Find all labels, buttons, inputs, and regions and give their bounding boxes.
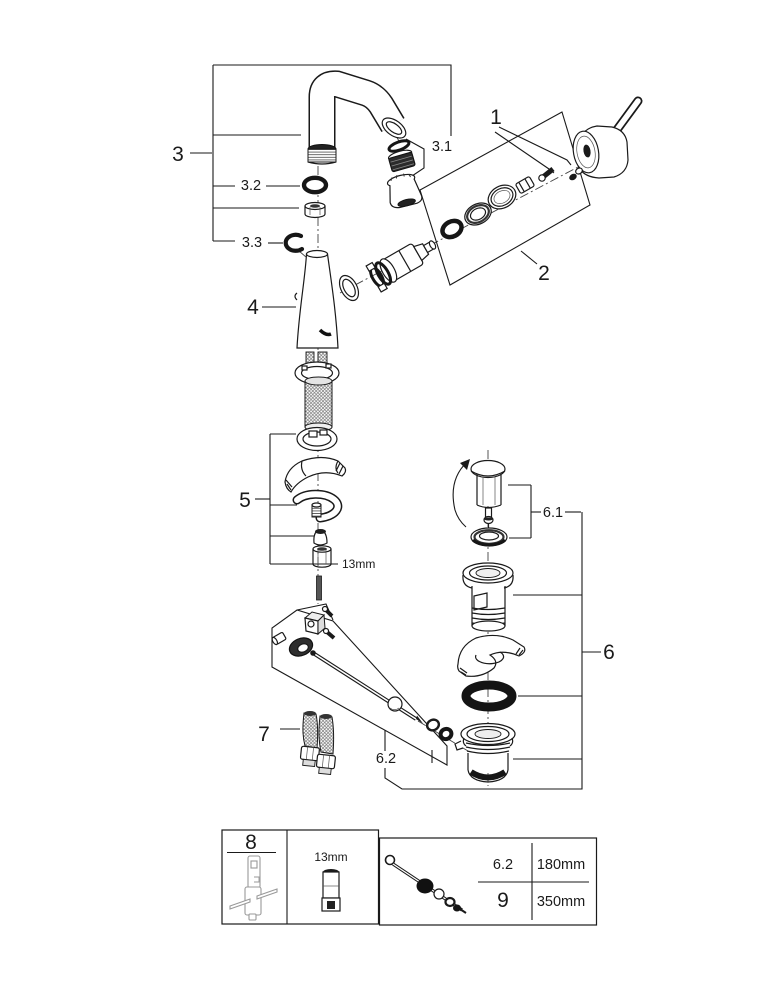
- callout-6: 6: [603, 641, 615, 664]
- drain-body-drawing: [462, 562, 514, 632]
- callout-lines-part3: [190, 64, 452, 244]
- callout-lines-part6: [271, 484, 601, 790]
- spout-drawing: [307, 70, 407, 165]
- callout-13mm: 13mm: [342, 557, 375, 571]
- legend-row1-ref: 6.2: [493, 857, 513, 873]
- callout-3-2: 3.2: [241, 178, 261, 194]
- legend-tool-box: [221, 829, 380, 925]
- callout-3: 3: [172, 143, 184, 166]
- retaining-clip-drawing: [283, 232, 305, 253]
- drain-wedge-gasket-drawing: [457, 634, 526, 677]
- handle-drawing: [572, 96, 643, 179]
- callout-6-2: 6.2: [376, 751, 396, 767]
- callout-7: 7: [258, 723, 270, 746]
- cartridge-seals-drawing: [440, 176, 535, 240]
- callout-1: 1: [490, 106, 502, 129]
- supply-hoses-drawing: [299, 711, 336, 776]
- aerator-drawing: [386, 139, 423, 209]
- callout-4: 4: [247, 296, 259, 319]
- legend-rod-box: [378, 837, 598, 926]
- callout-2: 2: [538, 262, 550, 285]
- socket-13mm-drawing: [321, 869, 341, 912]
- drain-o-ring-drawing: [461, 680, 517, 712]
- legend-tool-ref: 8: [245, 831, 257, 854]
- spout-nut-drawing: [304, 201, 326, 219]
- callout-6-1: 6.1: [543, 505, 563, 521]
- mounting-kit-drawing: [284, 426, 347, 601]
- legend-row2-ref: 9: [497, 889, 509, 912]
- handle-screw-drawing: [538, 167, 583, 182]
- callout-3-3: 3.3: [242, 235, 262, 251]
- mounting-hardware-drawing: [271, 605, 336, 657]
- plug-drawing: [452, 459, 506, 530]
- legend-row2-length: 350mm: [537, 894, 585, 910]
- plug-seal-drawing: [470, 527, 508, 547]
- spout-seal-drawing: [301, 175, 329, 195]
- drain-tailpiece-drawing: [454, 722, 516, 783]
- legend-rod-drawing: [384, 854, 467, 914]
- pull-rod-drawing: [310, 650, 454, 742]
- callout-3-1: 3.1: [432, 139, 452, 155]
- legend-socket-size: 13mm: [314, 850, 347, 864]
- mounting-tool-drawing: [229, 855, 278, 921]
- callout-lines-part4-5: [255, 306, 338, 565]
- cartridge-drawing: [365, 240, 437, 293]
- callout-5: 5: [239, 489, 251, 512]
- legend-row1-length: 180mm: [537, 857, 585, 873]
